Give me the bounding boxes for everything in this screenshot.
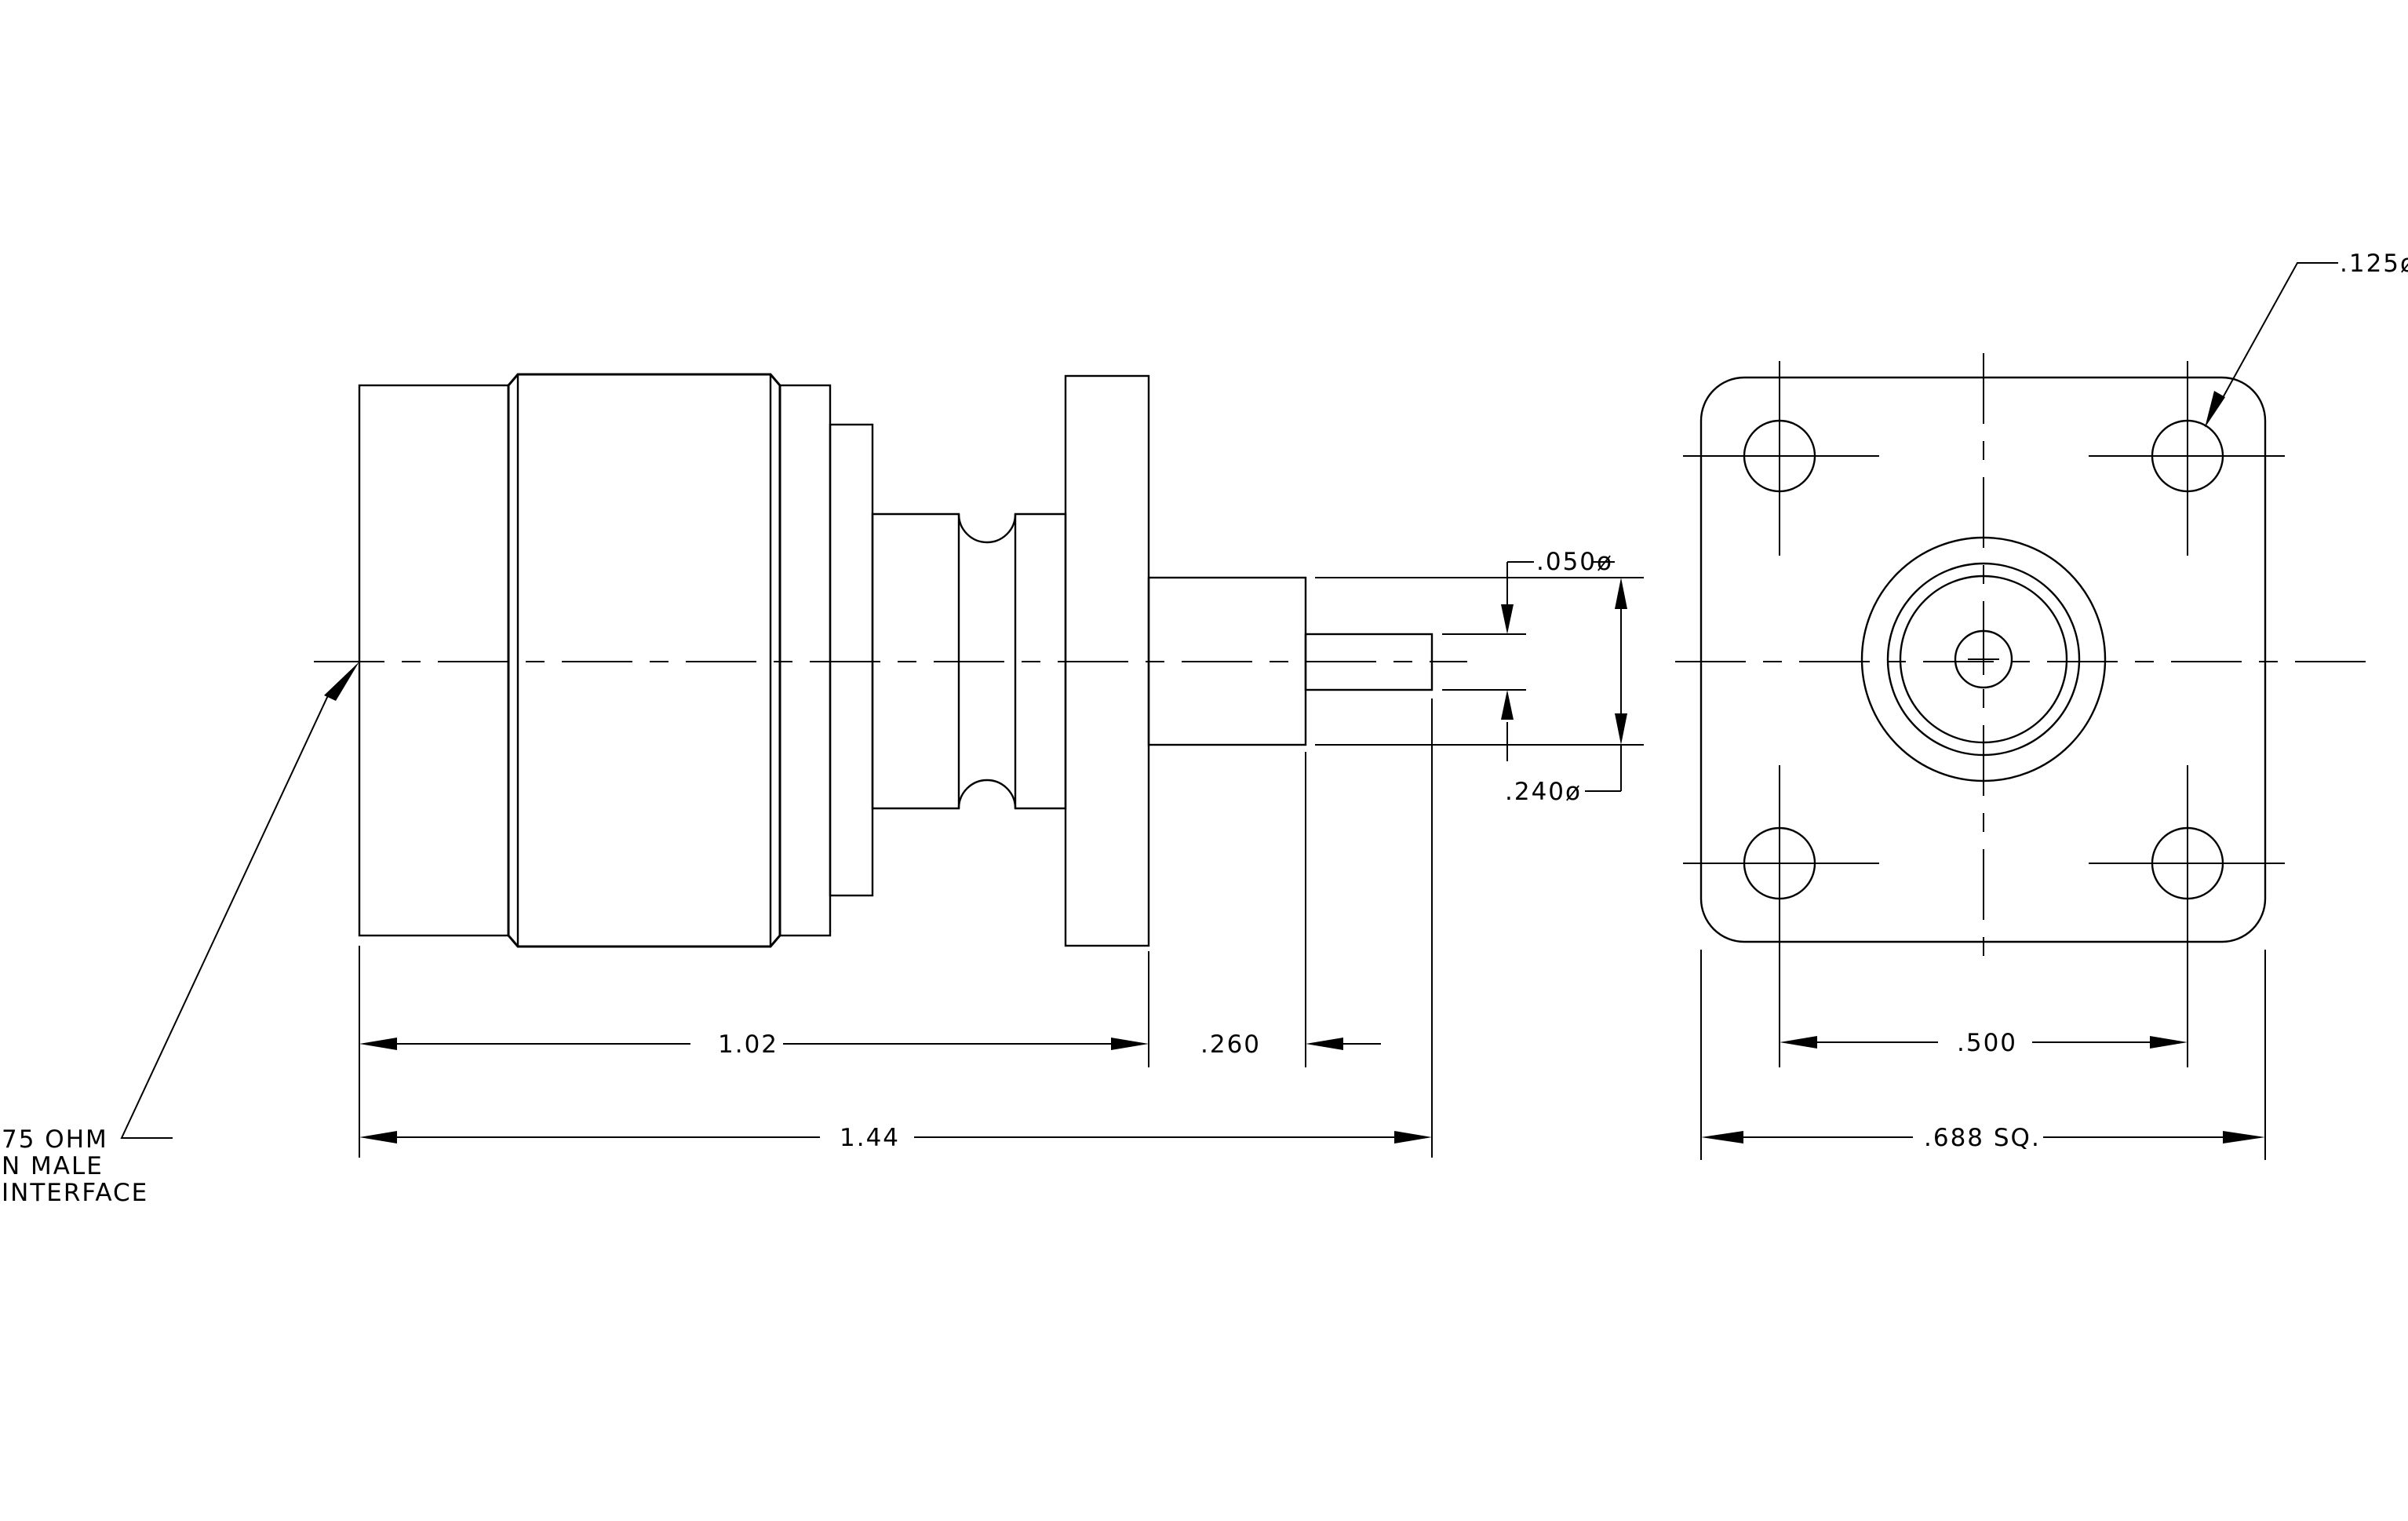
coupling-sleeve xyxy=(358,384,510,937)
dim-body-length: 1.02 xyxy=(359,1030,1149,1059)
side-view xyxy=(314,373,1467,948)
front-extension-lines xyxy=(1700,950,2266,1160)
dim-pin-diameter: .050ø xyxy=(1501,548,1615,761)
dim-hole-diameter-label: .125ø xyxy=(2340,250,2408,278)
interface-label-line2: N MALE xyxy=(2,1152,104,1180)
dim-hole-spacing: .500 xyxy=(1780,1029,2188,1057)
dim-overall-length-label: 1.44 xyxy=(840,1124,900,1152)
dim-dielectric-diameter-label: .240ø xyxy=(1505,778,1582,806)
dim-pin-length-label: .260 xyxy=(1200,1030,1261,1059)
interface-label-line3: INTERFACE xyxy=(2,1179,148,1207)
body-step-2 xyxy=(829,423,874,897)
dim-dielectric-diameter: .240ø xyxy=(1505,578,1627,806)
dim-body-length-label: 1.02 xyxy=(718,1030,778,1059)
front-view xyxy=(1675,353,2381,1067)
extension-lines xyxy=(359,577,1644,1158)
dim-hole-diameter: .125ø xyxy=(2205,250,2408,428)
dim-pin-length: .260 xyxy=(1200,1030,1381,1059)
dim-hole-spacing-label: .500 xyxy=(1957,1029,2017,1057)
dim-overall-length: 1.44 xyxy=(359,1124,1432,1152)
dim-flange-square-label: .688 SQ. xyxy=(1924,1124,2041,1152)
body-step-1 xyxy=(778,384,832,937)
interface-leader: 75 OHM N MALE INTERFACE xyxy=(2,662,359,1207)
interface-label-line1: 75 OHM xyxy=(2,1125,108,1154)
dim-flange-square: .688 SQ. xyxy=(1701,1124,2265,1152)
knurled-nut xyxy=(507,373,781,948)
